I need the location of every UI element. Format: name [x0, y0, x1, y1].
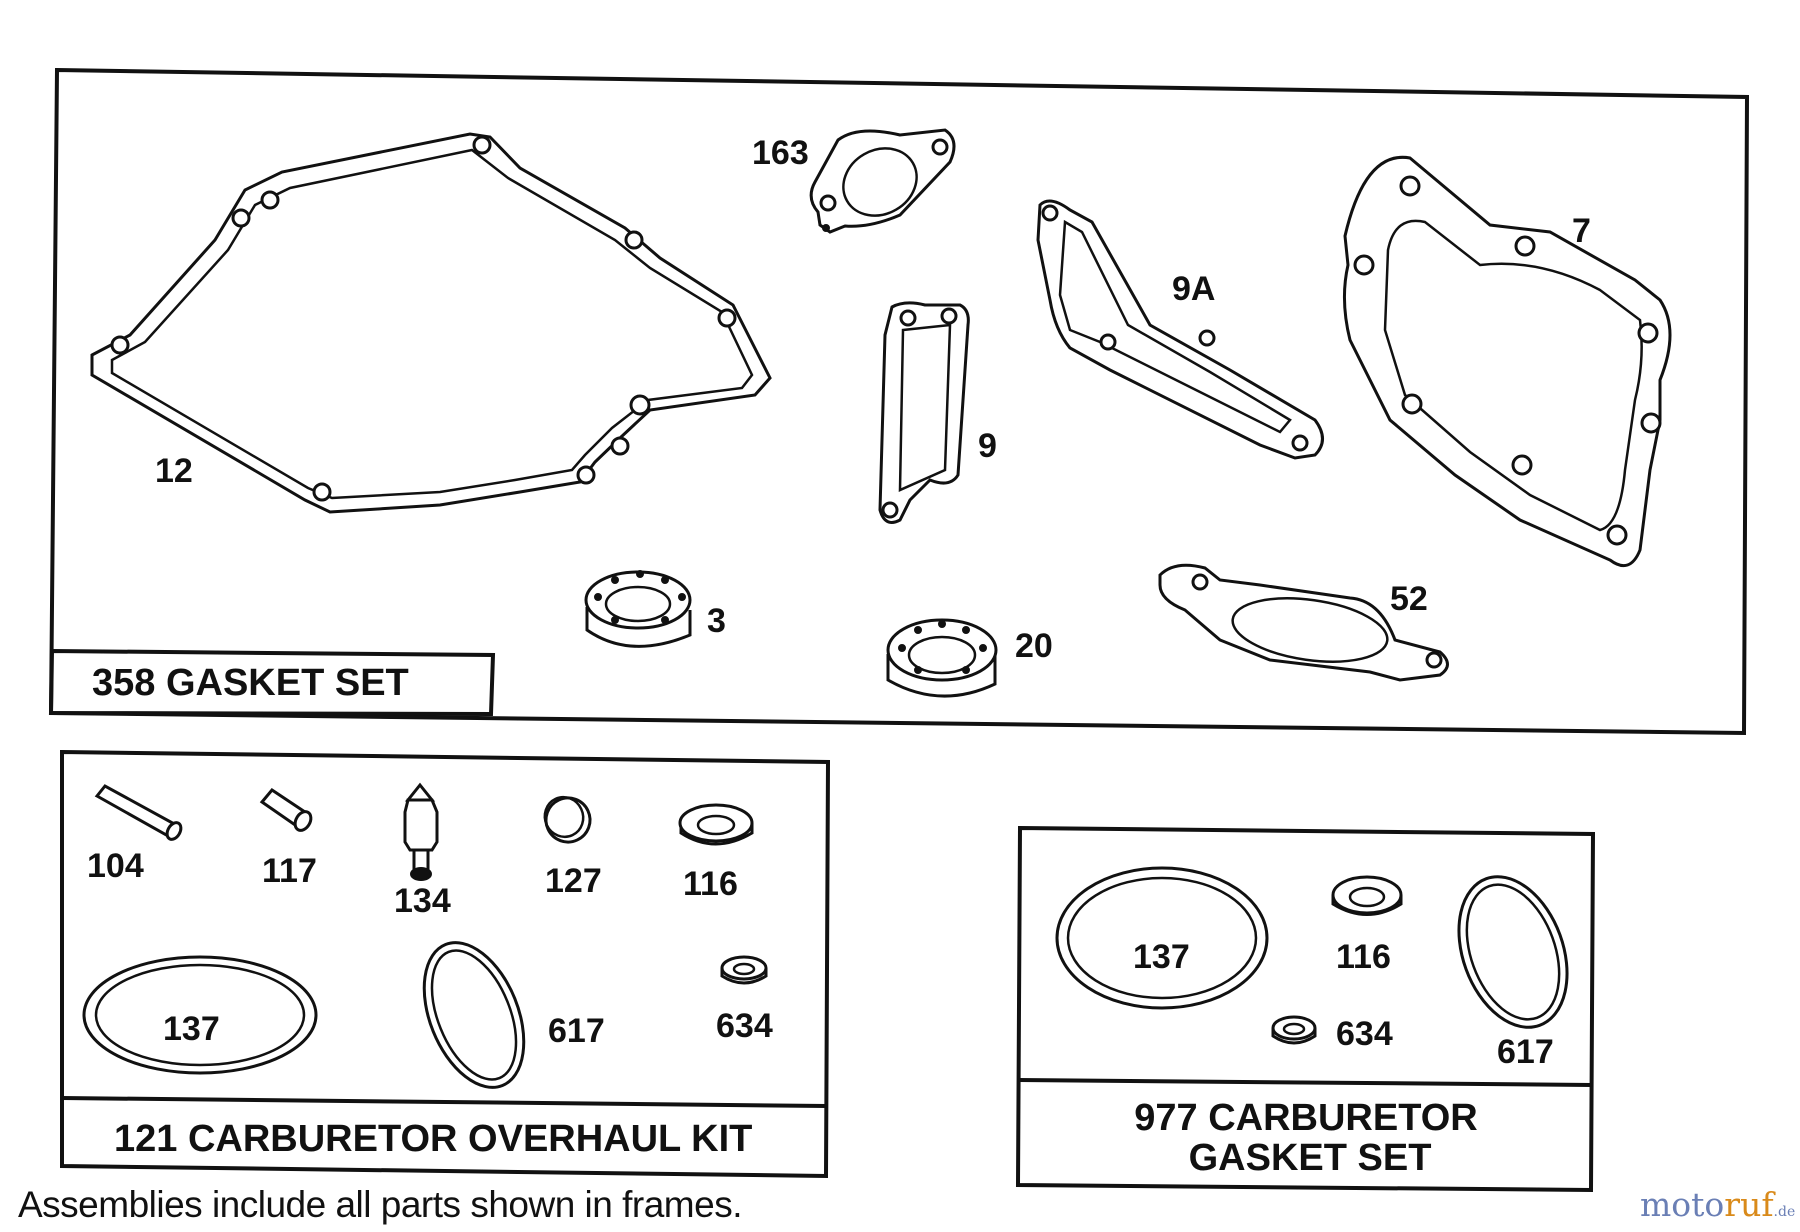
part-label-116: 116 [683, 865, 738, 903]
gasket-set-label-box [48, 648, 496, 717]
overhaul-kit-frame [60, 749, 831, 1179]
carb-gasket-title-line2: GASKET SET [1189, 1137, 1432, 1179]
part-label-617-set: 617 [1497, 1033, 1554, 1071]
head-gasket-7 [1342, 155, 1672, 568]
oil-seal-20 [886, 618, 998, 698]
carb-gasket-frame [1015, 825, 1596, 1193]
washer-116-kit [678, 803, 754, 846]
part-label-12: 12 [155, 452, 193, 490]
gasket-set-title: 358 GASKET SET [92, 662, 409, 704]
part-label-52: 52 [1390, 580, 1428, 618]
watermark-logo: motoruf.de [1640, 1185, 1795, 1224]
oil-seal-3 [584, 570, 692, 648]
gasket-52 [1158, 563, 1449, 682]
part-label-163: 163 [752, 134, 809, 172]
part-label-137-set: 137 [1133, 938, 1190, 976]
gasket-163 [809, 128, 956, 234]
washer-116-set [1331, 875, 1403, 916]
part-label-7: 7 [1572, 212, 1591, 250]
sleeve-117 [259, 788, 313, 832]
overhaul-kit-label-divider [61, 1096, 828, 1108]
part-label-20: 20 [1015, 627, 1053, 665]
ring-617-kit [422, 941, 526, 1089]
watermark-part2: ruf [1724, 1185, 1774, 1224]
pin-104 [94, 784, 183, 841]
part-label-116-set: 116 [1336, 938, 1391, 976]
part-label-137-kit: 137 [163, 1010, 220, 1048]
crankcase-gasket-12 [90, 132, 772, 514]
o-ring-137-set [1055, 866, 1269, 1010]
overhaul-kit-title: 121 CARBURETOR OVERHAUL KIT [114, 1118, 752, 1160]
part-label-134: 134 [394, 882, 451, 920]
part-label-634-kit: 634 [716, 1007, 773, 1045]
ring-617-set [1457, 875, 1569, 1029]
needle-valve-134 [403, 782, 439, 881]
gasket-9a [1036, 199, 1324, 460]
washer-634-set [1271, 1015, 1317, 1045]
part-label-9a: 9A [1172, 270, 1215, 308]
part-label-9: 9 [978, 427, 997, 465]
part-label-634-set: 634 [1336, 1015, 1393, 1053]
carb-gasket-label-divider [1018, 1078, 1593, 1087]
gasket-set-frame [48, 67, 1750, 736]
part-label-617-kit: 617 [548, 1012, 605, 1050]
gasket-9 [878, 301, 970, 524]
part-label-117: 117 [262, 852, 317, 890]
o-ring-137-kit [82, 955, 318, 1075]
watermark-part3: .de [1773, 1204, 1796, 1220]
part-label-104: 104 [87, 847, 144, 885]
part-label-127: 127 [545, 862, 602, 900]
assemblies-note: Assemblies include all parts shown in fr… [18, 1184, 743, 1225]
carb-gasket-title-line1: 977 CARBURETOR [1134, 1097, 1477, 1139]
plug-127 [543, 795, 592, 844]
watermark-part1: moto [1640, 1185, 1725, 1224]
washer-634-kit [720, 955, 768, 985]
part-label-3: 3 [707, 602, 726, 640]
